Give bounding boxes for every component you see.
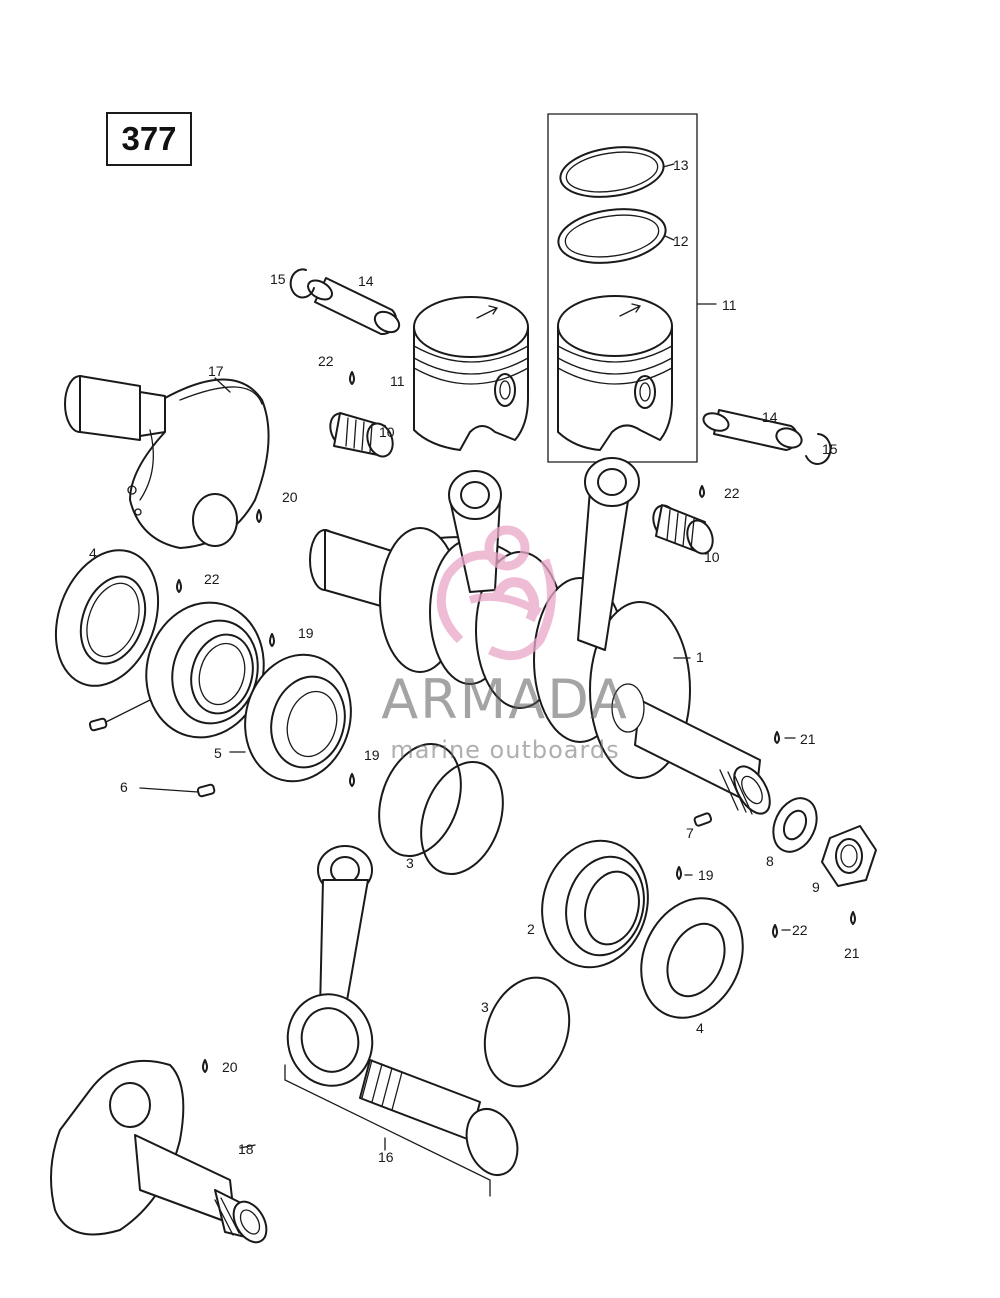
callout-labels: 1 2 3 3 4 4 5 6 7 8 9 10 10 11 11 12 13 … bbox=[89, 157, 860, 1165]
crank-nut bbox=[821, 825, 877, 887]
lock-washer bbox=[772, 797, 818, 853]
watermark-title: ARMADA bbox=[381, 668, 629, 731]
crankshaft-assembly bbox=[309, 527, 771, 815]
crankshaft-half-18 bbox=[50, 1059, 268, 1244]
callout-16: 16 bbox=[378, 1149, 394, 1165]
piston-kit-box bbox=[547, 113, 717, 463]
callout-20b: 20 bbox=[222, 1059, 238, 1075]
o-rings-upper bbox=[378, 742, 504, 876]
piston-ring-12 bbox=[557, 208, 675, 264]
callout-19b: 19 bbox=[364, 747, 380, 763]
connecting-rod-kit bbox=[284, 845, 519, 1197]
ball-bearing-2 bbox=[541, 839, 649, 969]
callout-20a: 20 bbox=[282, 489, 298, 505]
callout-8: 8 bbox=[766, 853, 774, 869]
callout-22d: 22 bbox=[792, 922, 808, 938]
diagram-number-box: 377 bbox=[106, 112, 192, 166]
callout-22c: 22 bbox=[204, 571, 220, 587]
crankshaft-half-17 bbox=[64, 375, 270, 549]
grease-point-markers bbox=[176, 371, 856, 1073]
callout-3a: 3 bbox=[406, 855, 414, 871]
callout-7: 7 bbox=[686, 825, 694, 841]
callout-19c: 19 bbox=[698, 867, 714, 883]
callout-2: 2 bbox=[527, 921, 535, 937]
ball-bearing-5 bbox=[145, 601, 265, 739]
callout-1: 1 bbox=[696, 649, 704, 665]
callout-5: 5 bbox=[214, 745, 222, 761]
dowel-pins bbox=[88, 699, 216, 798]
callout-10a: 10 bbox=[379, 424, 395, 440]
wrist-pin-right bbox=[702, 409, 803, 451]
needle-bearing-right bbox=[652, 504, 714, 555]
callout-6: 6 bbox=[120, 779, 128, 795]
piston-ring-13 bbox=[559, 146, 675, 198]
callout-4a: 4 bbox=[89, 545, 97, 561]
wrist-pin-upper bbox=[307, 277, 401, 336]
o-ring-lower bbox=[483, 976, 571, 1088]
callout-10b: 10 bbox=[704, 549, 720, 565]
callout-3b: 3 bbox=[481, 999, 489, 1015]
callout-12: 12 bbox=[673, 233, 689, 249]
connecting-rod-left bbox=[448, 470, 502, 593]
watermark-subtitle: marine outboards bbox=[390, 736, 620, 764]
leader-lines bbox=[214, 377, 796, 1151]
callout-4b: 4 bbox=[696, 1020, 704, 1036]
ball-bearing-19 bbox=[244, 653, 352, 783]
callout-18: 18 bbox=[238, 1141, 254, 1157]
callout-14b: 14 bbox=[762, 409, 778, 425]
piston-in-kit bbox=[557, 295, 673, 451]
connecting-rod-right bbox=[577, 457, 640, 651]
circlip-right bbox=[805, 433, 832, 465]
woodruff-key bbox=[693, 812, 713, 827]
callout-22b: 22 bbox=[724, 485, 740, 501]
piston-loose bbox=[413, 296, 529, 451]
callout-15a: 15 bbox=[270, 271, 286, 287]
callout-22a: 22 bbox=[318, 353, 334, 369]
callout-19a: 19 bbox=[298, 625, 314, 641]
callout-14a: 14 bbox=[358, 273, 374, 289]
callout-9: 9 bbox=[812, 879, 820, 895]
oil-seal-left bbox=[54, 549, 160, 687]
callout-21b: 21 bbox=[844, 945, 860, 961]
diagram-number: 377 bbox=[121, 120, 177, 157]
callout-11a: 11 bbox=[390, 373, 405, 389]
callout-15b: 15 bbox=[822, 441, 838, 457]
callout-11b: 11 bbox=[722, 297, 737, 313]
oil-seal-right bbox=[640, 897, 744, 1019]
callout-13: 13 bbox=[673, 157, 689, 173]
circlip-upper bbox=[289, 268, 315, 299]
callout-21a: 21 bbox=[800, 731, 816, 747]
callout-17: 17 bbox=[208, 363, 224, 379]
needle-bearing-left bbox=[329, 412, 394, 458]
armada-logo bbox=[436, 525, 556, 661]
